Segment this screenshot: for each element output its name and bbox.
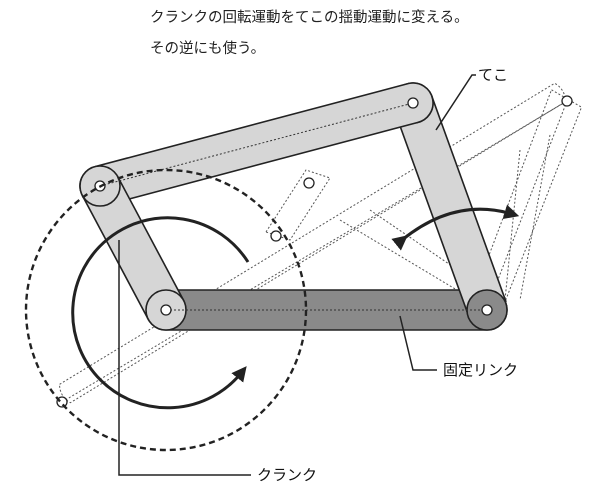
link-centerlines <box>99 102 487 311</box>
description-line-1: クランクの回転運動をてこの揺動運動に変える。 <box>150 10 469 26</box>
lever-link <box>393 95 507 316</box>
ghost-coupler-centerline <box>61 100 568 403</box>
crank-label: クランク <box>257 466 317 484</box>
fixed-link-label: 固定リンク <box>443 361 518 379</box>
crank-rotation-path <box>24 168 308 452</box>
leader-lines <box>118 74 476 476</box>
crank-leader <box>118 240 251 476</box>
ghost-lever-joint <box>561 95 573 107</box>
ghost-brace-c <box>504 149 521 301</box>
crank-rotation-arrow <box>71 216 250 410</box>
description-line-2: その逆にも使う。 <box>150 41 266 57</box>
pivot-joints <box>56 95 573 408</box>
ghost-small-joint-a <box>270 230 282 242</box>
lever-label: てこ <box>478 66 508 84</box>
lever-leader <box>435 74 476 131</box>
ghost-brace-d <box>519 134 551 301</box>
lever-pivot <box>481 304 493 316</box>
ghost-lever-centerline <box>486 100 568 309</box>
coupler-lever-joint <box>407 97 419 109</box>
fixed-link-leader <box>399 315 437 371</box>
crank-pivot <box>160 304 172 316</box>
ghost-small-joint-b <box>303 177 315 189</box>
lever-oscillation-arrow <box>391 204 520 251</box>
ghost-brace-a <box>339 219 488 309</box>
ghost-small-link <box>265 169 331 241</box>
